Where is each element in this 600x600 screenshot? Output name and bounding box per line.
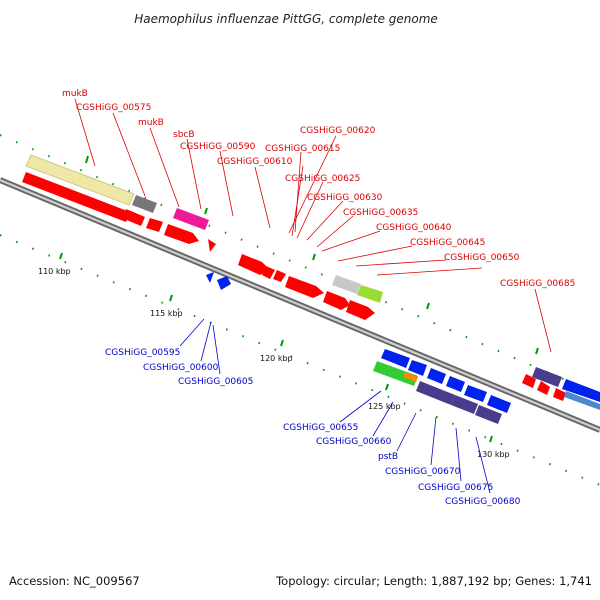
gene-label-CGSHiGG_00575: CGSHiGG_00575 bbox=[76, 103, 151, 113]
map-title: Haemophilus influenzae PittGG, complete … bbox=[134, 12, 438, 26]
gene-label-CGSHiGG_00600: CGSHiGG_00600 bbox=[143, 363, 219, 373]
feature-red-arrow-6 bbox=[262, 266, 275, 279]
top-labels: mukB CGSHiGG_00575 mukB sbcB CGSHiGG_005… bbox=[62, 89, 575, 289]
tick-label-120: 120 kbp bbox=[260, 354, 293, 363]
gene-label-CGSHiGG_00655: CGSHiGG_00655 bbox=[283, 423, 358, 433]
top-label-leaders bbox=[74, 98, 552, 353]
gene-label-CGSHiGG_00635: CGSHiGG_00635 bbox=[343, 208, 418, 218]
major-ticks bbox=[59, 155, 539, 443]
feature-red-arrow-3 bbox=[164, 224, 199, 244]
feature-red-arrow-2 bbox=[146, 218, 163, 232]
gene-label-CGSHiGG_00685: CGSHiGG_00685 bbox=[500, 279, 575, 289]
tick-label-130: 130 kbp bbox=[477, 450, 510, 459]
gene-label-CGSHiGG_00640: CGSHiGG_00640 bbox=[376, 223, 452, 233]
tick-label-125: 125 kbp bbox=[368, 402, 401, 411]
gene-label-CGSHiGG_00645: CGSHiGG_00645 bbox=[410, 238, 485, 248]
feature-blue-top-1 bbox=[381, 349, 410, 368]
bottom-label-leaders bbox=[179, 318, 491, 494]
gene-label-CGSHiGG_00610: CGSHiGG_00610 bbox=[217, 157, 293, 167]
feature-green-bar bbox=[373, 361, 418, 386]
tick-labels: 110 kbp 115 kbp 120 kbp 125 kbp 130 kbp bbox=[38, 267, 510, 459]
gene-label-CGSHiGG_00605: CGSHiGG_00605 bbox=[178, 377, 253, 387]
feature-red-arrow-1 bbox=[122, 209, 145, 226]
feature-blue-top-5 bbox=[464, 385, 487, 402]
gene-label-mukB-1: mukB bbox=[62, 89, 88, 99]
feature-navy-1 bbox=[416, 381, 455, 405]
feature-grey-block bbox=[132, 195, 157, 213]
feature-blue-far bbox=[562, 379, 600, 402]
gene-label-CGSHiGG_00595: CGSHiGG_00595 bbox=[105, 348, 180, 358]
genome-summary-text: Topology: circular; Length: 1,887,192 bp… bbox=[275, 574, 592, 588]
tick-label-115: 115 kbp bbox=[150, 309, 183, 318]
feature-lime bbox=[357, 285, 383, 303]
feature-blue-1 bbox=[206, 272, 214, 283]
gene-label-CGSHiGG_00675: CGSHiGG_00675 bbox=[418, 483, 493, 493]
gene-label-CGSHiGG_00680: CGSHiGG_00680 bbox=[445, 497, 521, 507]
feature-navy-2 bbox=[451, 395, 478, 414]
feature-steel-far bbox=[564, 391, 600, 410]
feature-red-arrow-7 bbox=[273, 270, 286, 282]
feature-red-long bbox=[22, 172, 130, 222]
feature-red-far-3 bbox=[553, 388, 566, 401]
gene-label-CGSHiGG_00590: CGSHiGG_00590 bbox=[180, 142, 256, 152]
top-features bbox=[22, 154, 566, 401]
accession-text: Accession: NC_009567 bbox=[9, 574, 140, 588]
inner-dotted-ring bbox=[0, 234, 600, 486]
feature-orange bbox=[403, 372, 418, 382]
gene-label-pstB: pstB bbox=[378, 452, 398, 462]
feature-navy-far bbox=[532, 367, 562, 387]
gene-label-mukB-2: mukB bbox=[138, 118, 164, 128]
gene-label-sbcB: sbcB bbox=[173, 130, 195, 140]
feature-blue-top-4 bbox=[446, 376, 465, 392]
feature-blue-top-6 bbox=[487, 395, 511, 413]
feature-red-far-2 bbox=[537, 381, 550, 395]
feature-red-arrow-5 bbox=[238, 254, 270, 275]
feature-blue-top-3 bbox=[427, 368, 446, 384]
feature-red-arrow-8 bbox=[285, 276, 324, 298]
gene-label-CGSHiGG_00650: CGSHiGG_00650 bbox=[444, 253, 520, 263]
feature-magenta bbox=[173, 208, 209, 230]
gene-label-CGSHiGG_00615: CGSHiGG_00615 bbox=[265, 144, 340, 154]
bottom-features bbox=[206, 272, 600, 424]
feature-navy-3 bbox=[475, 405, 502, 424]
feature-light-grey bbox=[332, 275, 361, 294]
gene-label-CGSHiGG_00630: CGSHiGG_00630 bbox=[307, 193, 383, 203]
feature-red-far-1 bbox=[522, 374, 536, 388]
gene-label-CGSHiGG_00625: CGSHiGG_00625 bbox=[285, 174, 360, 184]
genome-backbone bbox=[0, 177, 600, 433]
feature-pale-yellow bbox=[25, 154, 135, 206]
gene-label-CGSHiGG_00670: CGSHiGG_00670 bbox=[385, 467, 461, 477]
feature-red-arrow-4 bbox=[208, 239, 216, 252]
tick-label-110: 110 kbp bbox=[38, 267, 71, 276]
gene-label-CGSHiGG_00660: CGSHiGG_00660 bbox=[316, 437, 392, 447]
feature-red-arrow-9 bbox=[323, 291, 350, 310]
feature-red-arrow-10 bbox=[346, 300, 375, 320]
bottom-labels: CGSHiGG_00595 CGSHiGG_00600 CGSHiGG_0060… bbox=[105, 348, 521, 507]
feature-blue-2 bbox=[217, 276, 231, 290]
gene-label-CGSHiGG_00620: CGSHiGG_00620 bbox=[300, 126, 376, 136]
feature-blue-top-2 bbox=[408, 360, 427, 376]
